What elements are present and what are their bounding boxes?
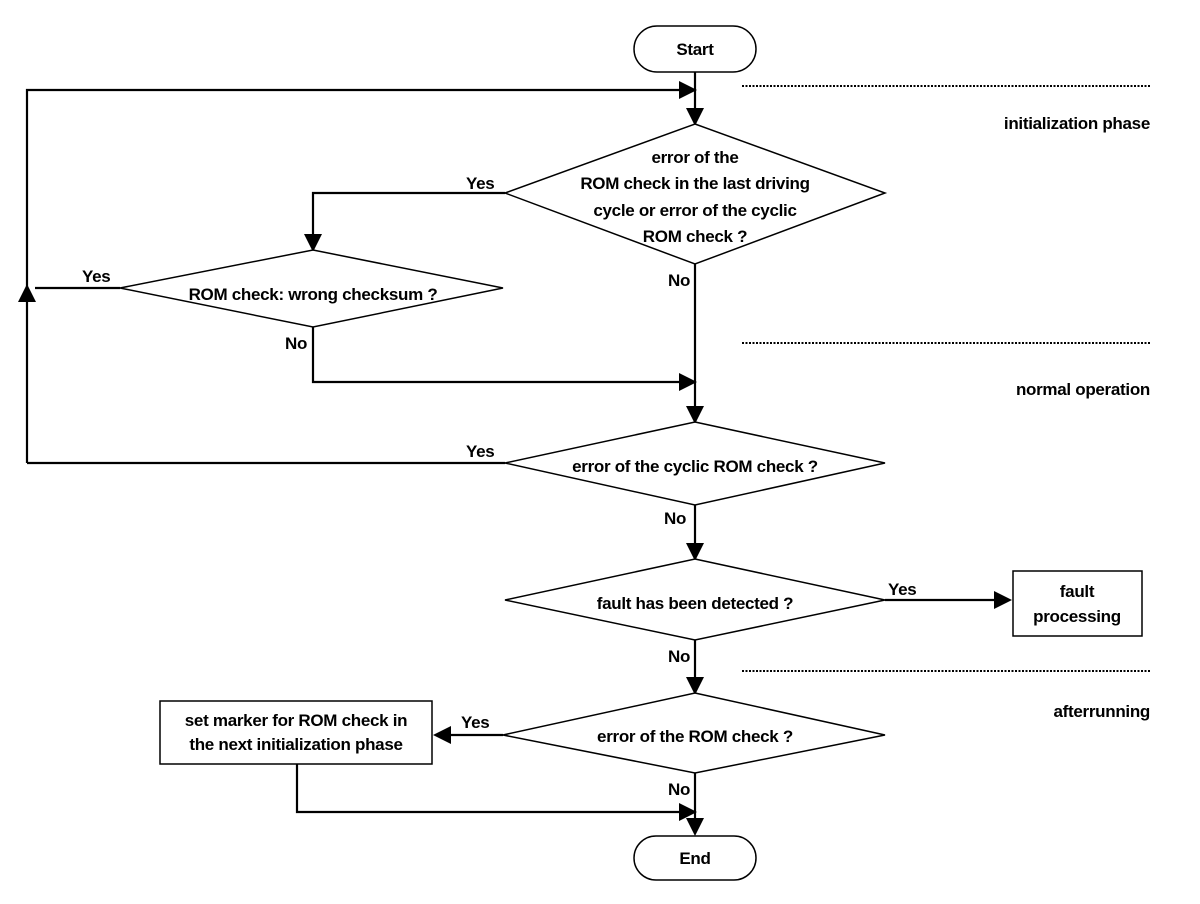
process-marker-line-2: the next initialization phase bbox=[189, 735, 402, 754]
decision-rom-last-cycle-line-3: cycle or error of the cyclic bbox=[593, 201, 796, 220]
connector-marker-return bbox=[295, 764, 681, 814]
phase-label-afterrunning: afterrunning bbox=[1053, 702, 1150, 721]
no-label-d1: No bbox=[668, 271, 690, 290]
arrowhead-into-fault-processing bbox=[994, 591, 1012, 609]
no-label-d4: No bbox=[668, 647, 690, 666]
decision-fault-detected: fault has been detected ? bbox=[504, 558, 886, 641]
decision-cyclic-rom-text: error of the cyclic ROM check ? bbox=[572, 457, 818, 476]
decision-rom-error-text: error of the ROM check ? bbox=[597, 727, 793, 746]
decision-rom-last-cycle: error of the ROM check in the last drivi… bbox=[502, 123, 888, 265]
process-fault-line-1: fault bbox=[1060, 582, 1095, 601]
arrowhead-into-d5 bbox=[686, 677, 704, 695]
arrowhead-into-checksum bbox=[304, 234, 322, 252]
no-label-d3: No bbox=[664, 509, 686, 528]
connector-d1-yes bbox=[311, 191, 505, 236]
yes-label-d5: Yes bbox=[461, 713, 489, 732]
arrowhead-merge-normal bbox=[679, 373, 697, 391]
arrowhead-loop-up bbox=[18, 284, 36, 302]
decision-wrong-checksum-text: ROM check: wrong checksum ? bbox=[189, 285, 438, 304]
yes-label-d1: Yes bbox=[466, 174, 494, 193]
yes-label-d3: Yes bbox=[466, 442, 494, 461]
process-fault-processing: fault processing bbox=[1012, 570, 1143, 637]
decision-cyclic-rom: error of the cyclic ROM check ? bbox=[504, 421, 886, 506]
decision-rom-last-cycle-line-1: error of the bbox=[651, 148, 738, 167]
process-set-marker: set marker for ROM check in the next ini… bbox=[159, 700, 433, 765]
arrowhead-merge-end bbox=[679, 803, 697, 821]
phase-label-initialization: initialization phase bbox=[1004, 114, 1150, 133]
arrowhead-into-d3 bbox=[686, 406, 704, 424]
no-label-d5: No bbox=[668, 780, 690, 799]
arrowhead-into-marker bbox=[433, 726, 451, 744]
arrowhead-loop-top bbox=[679, 81, 697, 99]
decision-rom-last-cycle-line-2: ROM check in the last driving bbox=[580, 174, 809, 193]
phase-label-normal: normal operation bbox=[1016, 380, 1150, 399]
start-label: Start bbox=[676, 40, 714, 59]
arrowhead-into-d1 bbox=[686, 108, 704, 126]
decision-wrong-checksum: ROM check: wrong checksum ? bbox=[119, 249, 504, 328]
arrowhead-into-end bbox=[686, 818, 704, 836]
decision-fault-detected-text: fault has been detected ? bbox=[597, 594, 794, 613]
decision-rom-error: error of the ROM check ? bbox=[502, 692, 886, 774]
connector-d2-no bbox=[311, 327, 681, 384]
yes-label-d2: Yes bbox=[82, 267, 110, 286]
yes-label-d4: Yes bbox=[888, 580, 916, 599]
end-label: End bbox=[679, 849, 710, 868]
no-label-d2: No bbox=[285, 334, 307, 353]
end-terminator: End bbox=[633, 835, 757, 881]
connector-loop-back bbox=[25, 88, 681, 463]
process-fault-line-2: processing bbox=[1033, 607, 1121, 626]
decision-rom-last-cycle-line-4: ROM check ? bbox=[643, 227, 747, 246]
start-terminator: Start bbox=[633, 25, 757, 73]
process-marker-line-1: set marker for ROM check in bbox=[185, 711, 407, 730]
arrowhead-into-d4 bbox=[686, 543, 704, 561]
